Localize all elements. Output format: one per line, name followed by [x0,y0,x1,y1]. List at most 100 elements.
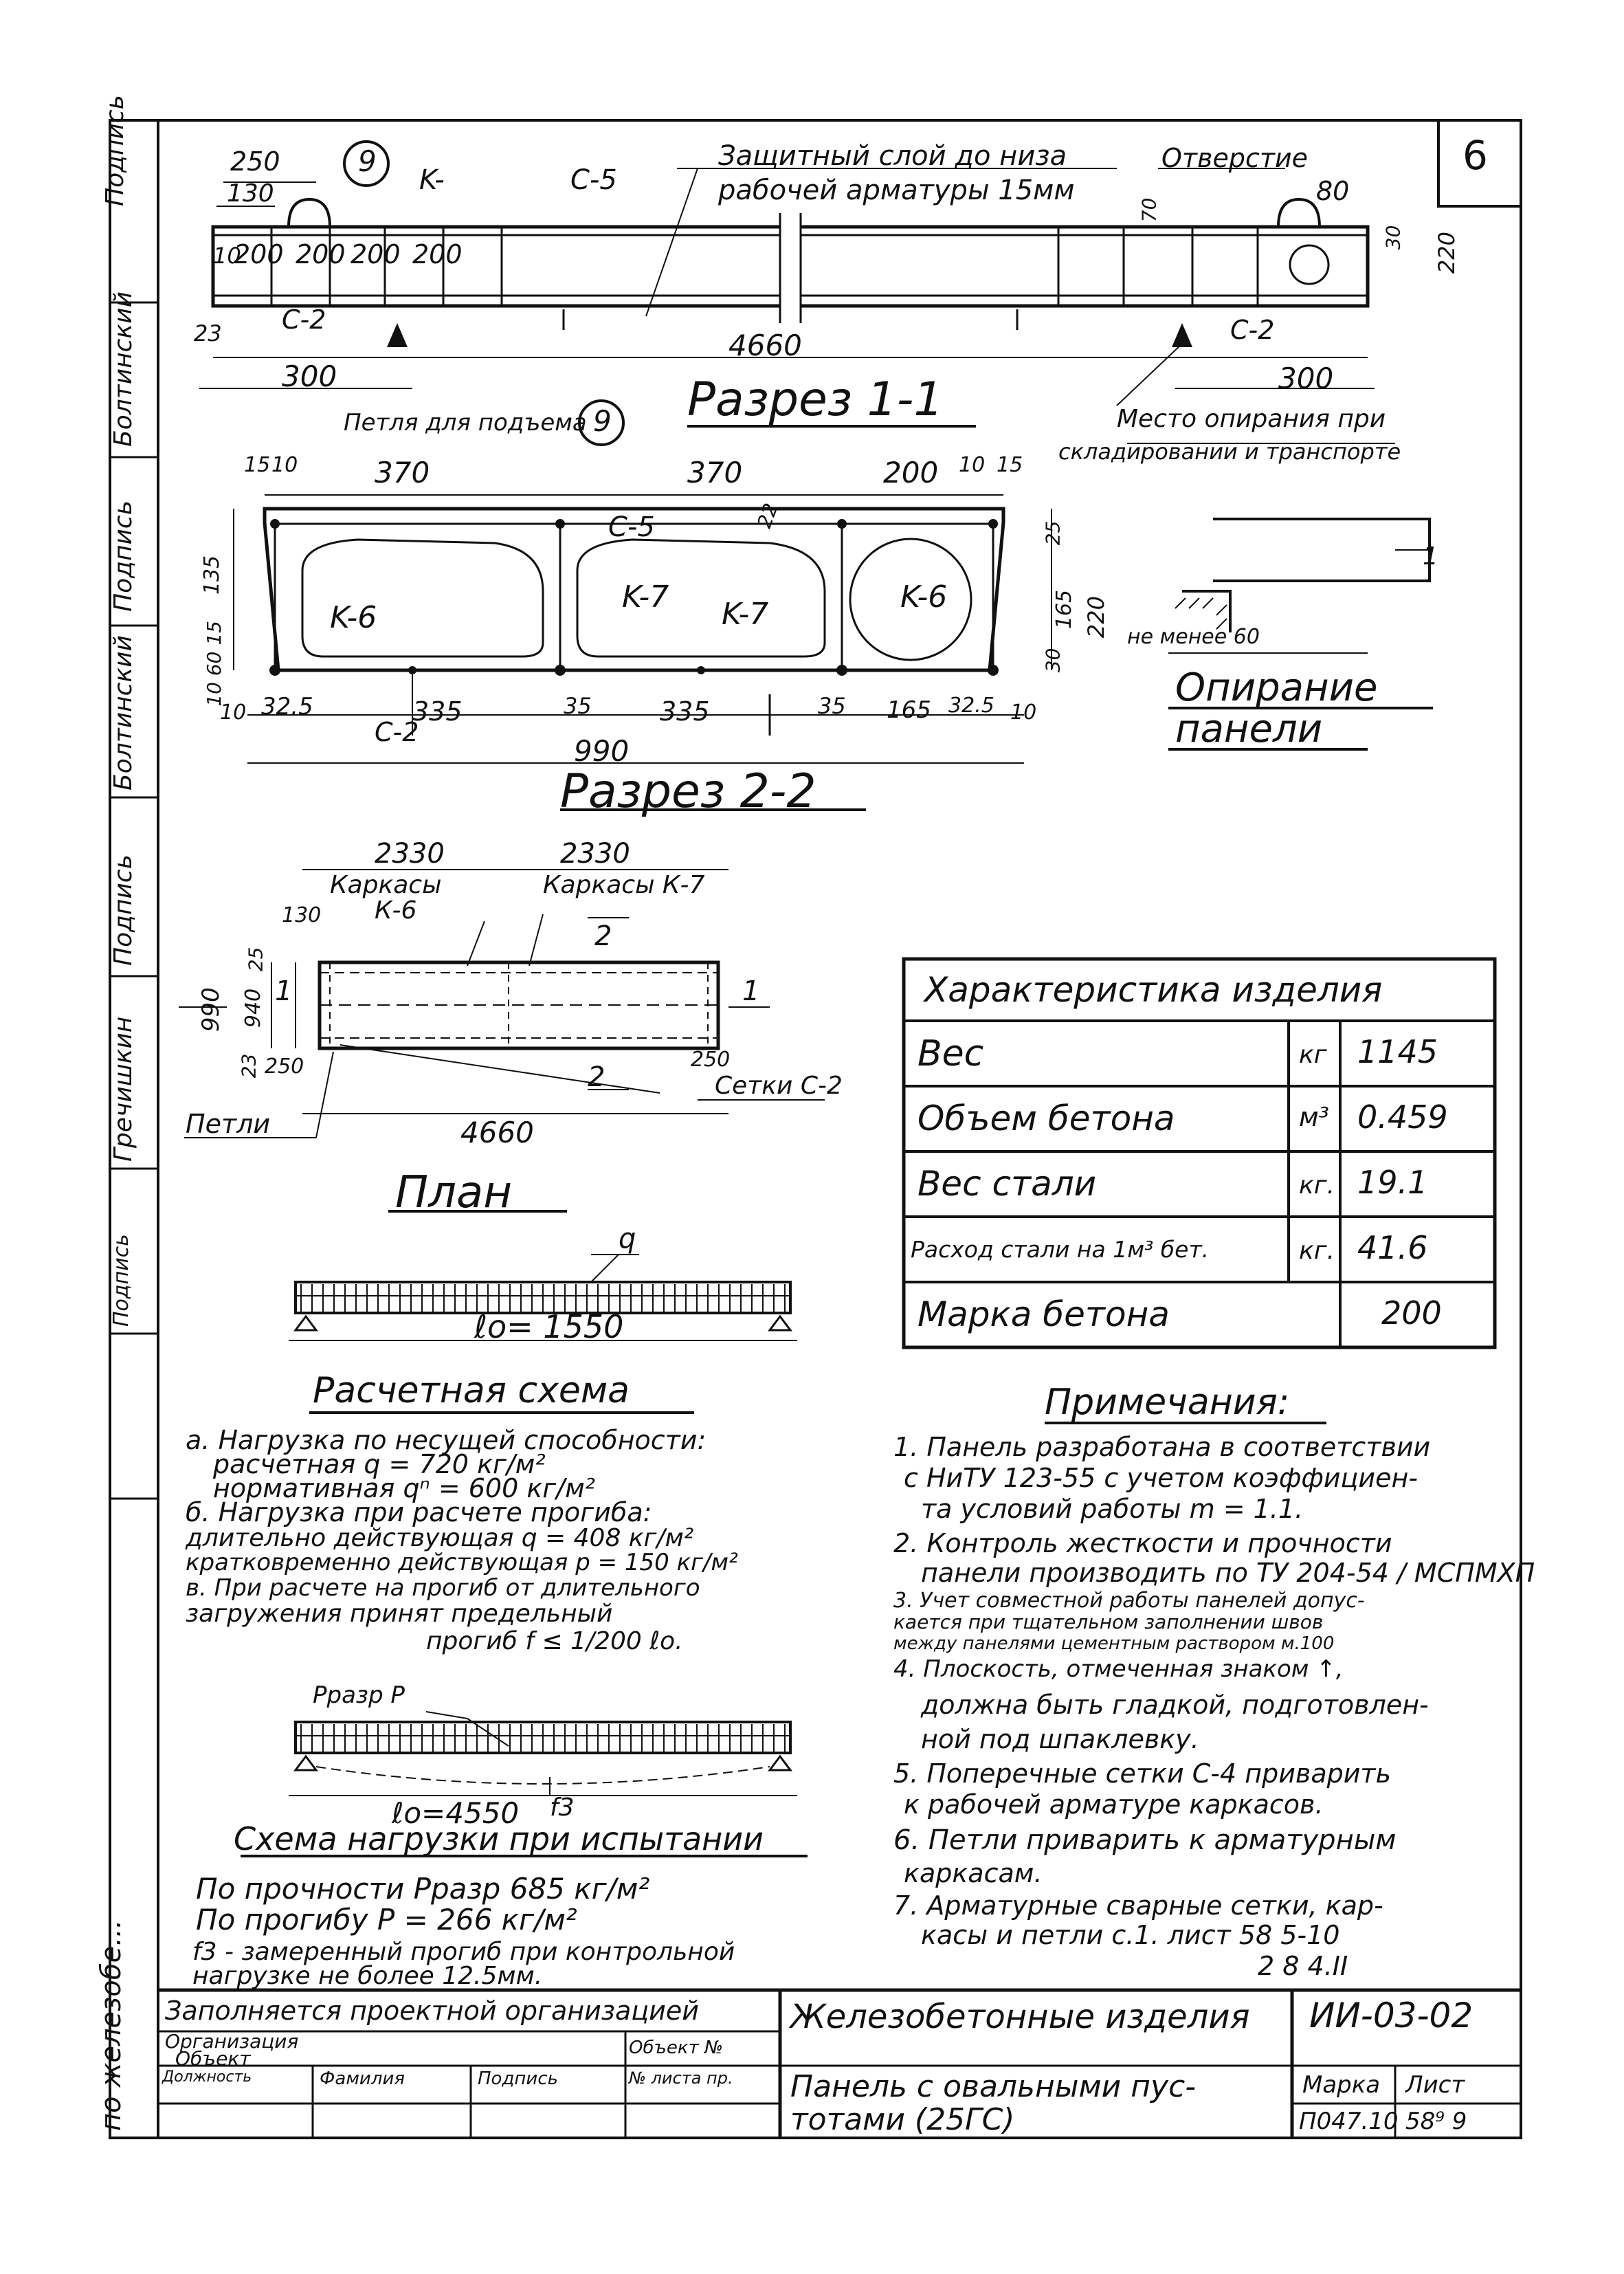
dim-250: 250 [230,146,280,177]
loads-line-b: б. Нагрузка при расчете прогиба: [186,1497,652,1527]
char-row-concrete-volume-value: 0.459 [1357,1099,1448,1136]
loads-line-c2: прогиб f ≤ 1/200 ℓo. [426,1627,683,1655]
section-1-1-drawing [199,140,1395,446]
tb-product-name-1: Панель с овальными пус- [790,2069,1197,2104]
dim-32-5-right: 32.5 [948,694,994,718]
char-row-steel-weight-name: Вес стали [917,1164,1097,1204]
calc-scheme-title: Расчетная схема [313,1370,630,1411]
side-stamp-name-2: Болтинский [109,635,137,791]
note-line-4a: 4. Плоскость, отмеченная знаком ↑, [893,1655,1344,1683]
tb-product-group: Железобетонные изделия [790,1998,1250,2036]
note-line-5b: к рабочей арматуре каркасов. [904,1789,1324,1820]
note-line-3c: между панелями цементным раствором м.100 [893,1633,1335,1654]
note-line-7a: 7. Арматурные сварные сетки, кар- [893,1890,1383,1921]
tb-col-signature: Подпись [478,2068,558,2089]
dim-4660-beam: 4660 [728,329,802,362]
label-c5-beam: C-5 [570,164,617,196]
label-c2-section: C-2 [375,717,419,747]
dim-940-plan: 940 [241,988,266,1028]
note-lifting-loop: Петля для подъема [344,409,587,437]
note-line-7c: 2 8 4.II [1258,1951,1348,1981]
label-c2-right: C-2 [1230,315,1275,345]
note-line-1a: 1. Панель разработана в соответствии [893,1432,1431,1462]
section-2-2-title: Разрез 2-2 [560,764,816,819]
label-k7-b: K-7 [722,597,769,632]
dim-300-left: 300 [282,360,337,393]
dim-15: 15 [244,453,271,477]
test-deflection-line: По прогибу P = 266 кг/м² [196,1903,577,1936]
char-row-steel-per-m3-value: 41.6 [1357,1229,1428,1266]
dim-130: 130 [227,179,274,208]
label-k6-right: K-6 [900,579,948,615]
sheet-number-box [1437,119,1522,208]
dim-25-plan: 25 [244,947,267,972]
callout-9-loop: 9 [593,404,612,438]
note-line-4c: ной под шпаклевку. [921,1724,1199,1754]
side-stamp-name-3: Гречишкин [109,1016,137,1162]
dim-10-bottom-left: 10 [220,700,247,725]
notes-title: Примечания: [1045,1382,1290,1423]
test-load-label: Pразр P [313,1681,405,1709]
callout-9-top: 9 [358,144,377,178]
tb-product-name-2: тотами (25ГС) [790,2102,1015,2137]
side-stamp-signature-3: Подпись [109,854,137,966]
char-row-steel-per-m3-name: Расход стали на 1м³ бет. [911,1236,1210,1263]
loads-line-a2: нормативная qⁿ = 600 кг/м² [213,1473,595,1503]
characteristics-table-grid [902,957,1497,1349]
dim-23-plan: 23 [237,1053,260,1079]
char-row-weight-value: 1145 [1357,1033,1438,1070]
tb-organization: Организация [165,2030,299,2053]
tb-series: ИИ-03-02 [1309,1996,1473,2035]
char-row-weight-unit: кг [1299,1041,1327,1069]
tb-sheet-label: Лист [1405,2071,1465,2099]
note-line-3b: кается при тщательном заполнении швов [893,1611,1324,1633]
side-stamp-signature-1: Подпись [101,95,129,206]
plan-drawing [179,869,825,1213]
dim-70: 70 [1137,197,1161,223]
note-line-2a: 2. Контроль жесткости и прочности [893,1528,1392,1558]
plan-frames-k6: Каркасы [330,871,442,899]
plan-section-mark-2-bottom: 2 [588,1061,605,1093]
dim-165-bottom: 165 [887,696,931,724]
char-row-steel-weight-value: 19.1 [1357,1164,1428,1201]
loads-line-b2: кратковременно действующая p = 150 кг/м² [186,1549,738,1576]
note-line-4b: должна быть гладкой, подготовлен- [921,1690,1429,1720]
test-note-1: f3 - замеренный прогиб при контрольной [192,1938,735,1966]
label-c2-left: C-2 [282,305,326,335]
dim-80: 80 [1316,176,1350,206]
test-note-2: нагрузке не более 12.5мм. [192,1962,543,1990]
dim-10-bottom-right: 10 [1010,700,1037,725]
calc-q-label: q [619,1223,636,1255]
loads-line-c: в. При расчете на прогиб от длительного [186,1574,700,1602]
dim-335-a: 335 [412,696,463,727]
test-scheme-drawing [241,1711,808,1857]
dim-335-b: 335 [660,696,710,727]
label-c5-section: C-5 [608,511,655,543]
title-block-grid [158,1988,1521,2138]
plan-section-mark-1-right: 1 [742,975,760,1007]
dim-2330-a: 2330 [375,838,445,870]
note-line-2b: панели производить по ТУ 204-54 / МСПМХП [921,1558,1535,1588]
note-hole: Отверстие [1161,143,1309,173]
dim-10-60-15: 10 60 15 [202,621,225,707]
characteristics-header: Характеристика изделия [924,970,1383,1010]
side-stamp-signature-2: Подпись [109,500,137,612]
label-k6-left: K-6 [330,600,377,635]
test-span-label: ℓo=4550 [392,1796,520,1830]
support-title-2: панели [1175,707,1323,751]
dim-990-section: 990 [574,734,630,768]
dim-35-a: 35 [564,693,592,719]
tb-mark-label: Марка [1302,2071,1381,2099]
char-row-concrete-grade-value: 200 [1381,1294,1442,1332]
label-k: K- [419,164,445,196]
char-row-weight-name: Вес [917,1033,984,1074]
section-2-2-drawing [233,494,1052,811]
note-line-1b: с НиТУ 123-55 с учетом коэффициен- [904,1463,1419,1493]
tb-sheet-value: 58⁹ 9 [1405,2108,1467,2135]
char-row-steel-per-m3-unit: кг. [1299,1237,1335,1265]
calc-span-label: ℓo= 1550 [474,1308,624,1345]
sheet-border [109,119,1522,2139]
note-line-5a: 5. Поперечные сетки С-4 приварить [893,1758,1391,1789]
dim-30: 30 [1381,225,1405,250]
